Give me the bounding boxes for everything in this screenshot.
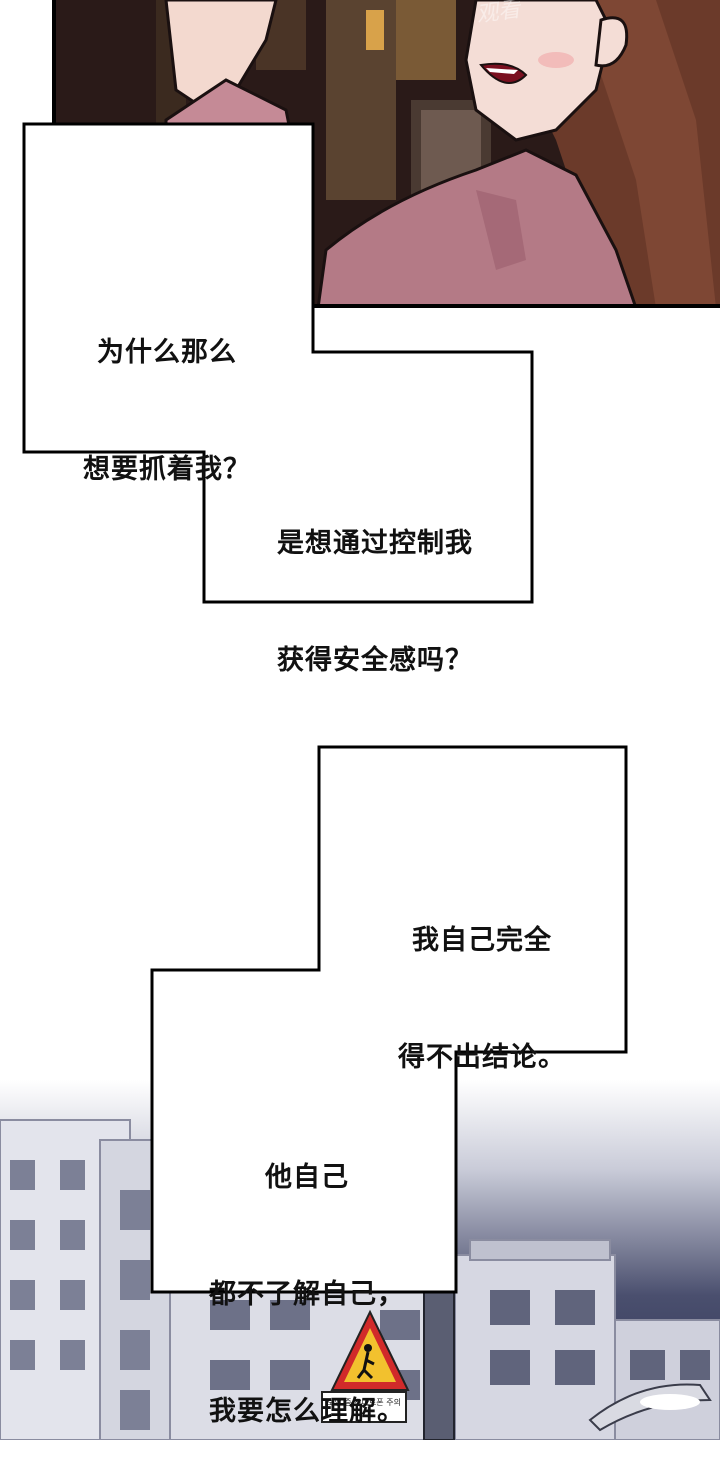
caption-line: 想要抓着我？ xyxy=(83,454,251,485)
caption-line: 为什么那么 xyxy=(97,337,237,368)
caption-statement-4: 他自己 都不了解自己， 我要怎么理解。 xyxy=(182,1080,432,1470)
caption-line: 他自己 xyxy=(265,1162,349,1193)
caption-line: 都不了解自己， xyxy=(209,1279,405,1310)
caption-line: 获得安全感吗？ xyxy=(277,645,473,676)
caption-question-1: 为什么那么 想要抓着我？ xyxy=(52,255,282,528)
caption-box-lower xyxy=(150,745,628,1294)
caption-line: 我要怎么理解。 xyxy=(209,1396,405,1427)
caption-statement-3: 我自己完全 得不出结论。 xyxy=(372,843,592,1116)
caption-line: 是想通过控制我 xyxy=(277,528,473,559)
caption-line: 我自己完全 xyxy=(412,925,552,956)
caption-question-2: 是想通过控制我 获得安全感吗？ xyxy=(240,446,510,719)
caption-box-upper xyxy=(22,122,534,604)
street-sign-text: 보행 중 스마트폰 주의 xyxy=(327,1398,401,1407)
caption-line: 得不出结论。 xyxy=(398,1042,566,1073)
